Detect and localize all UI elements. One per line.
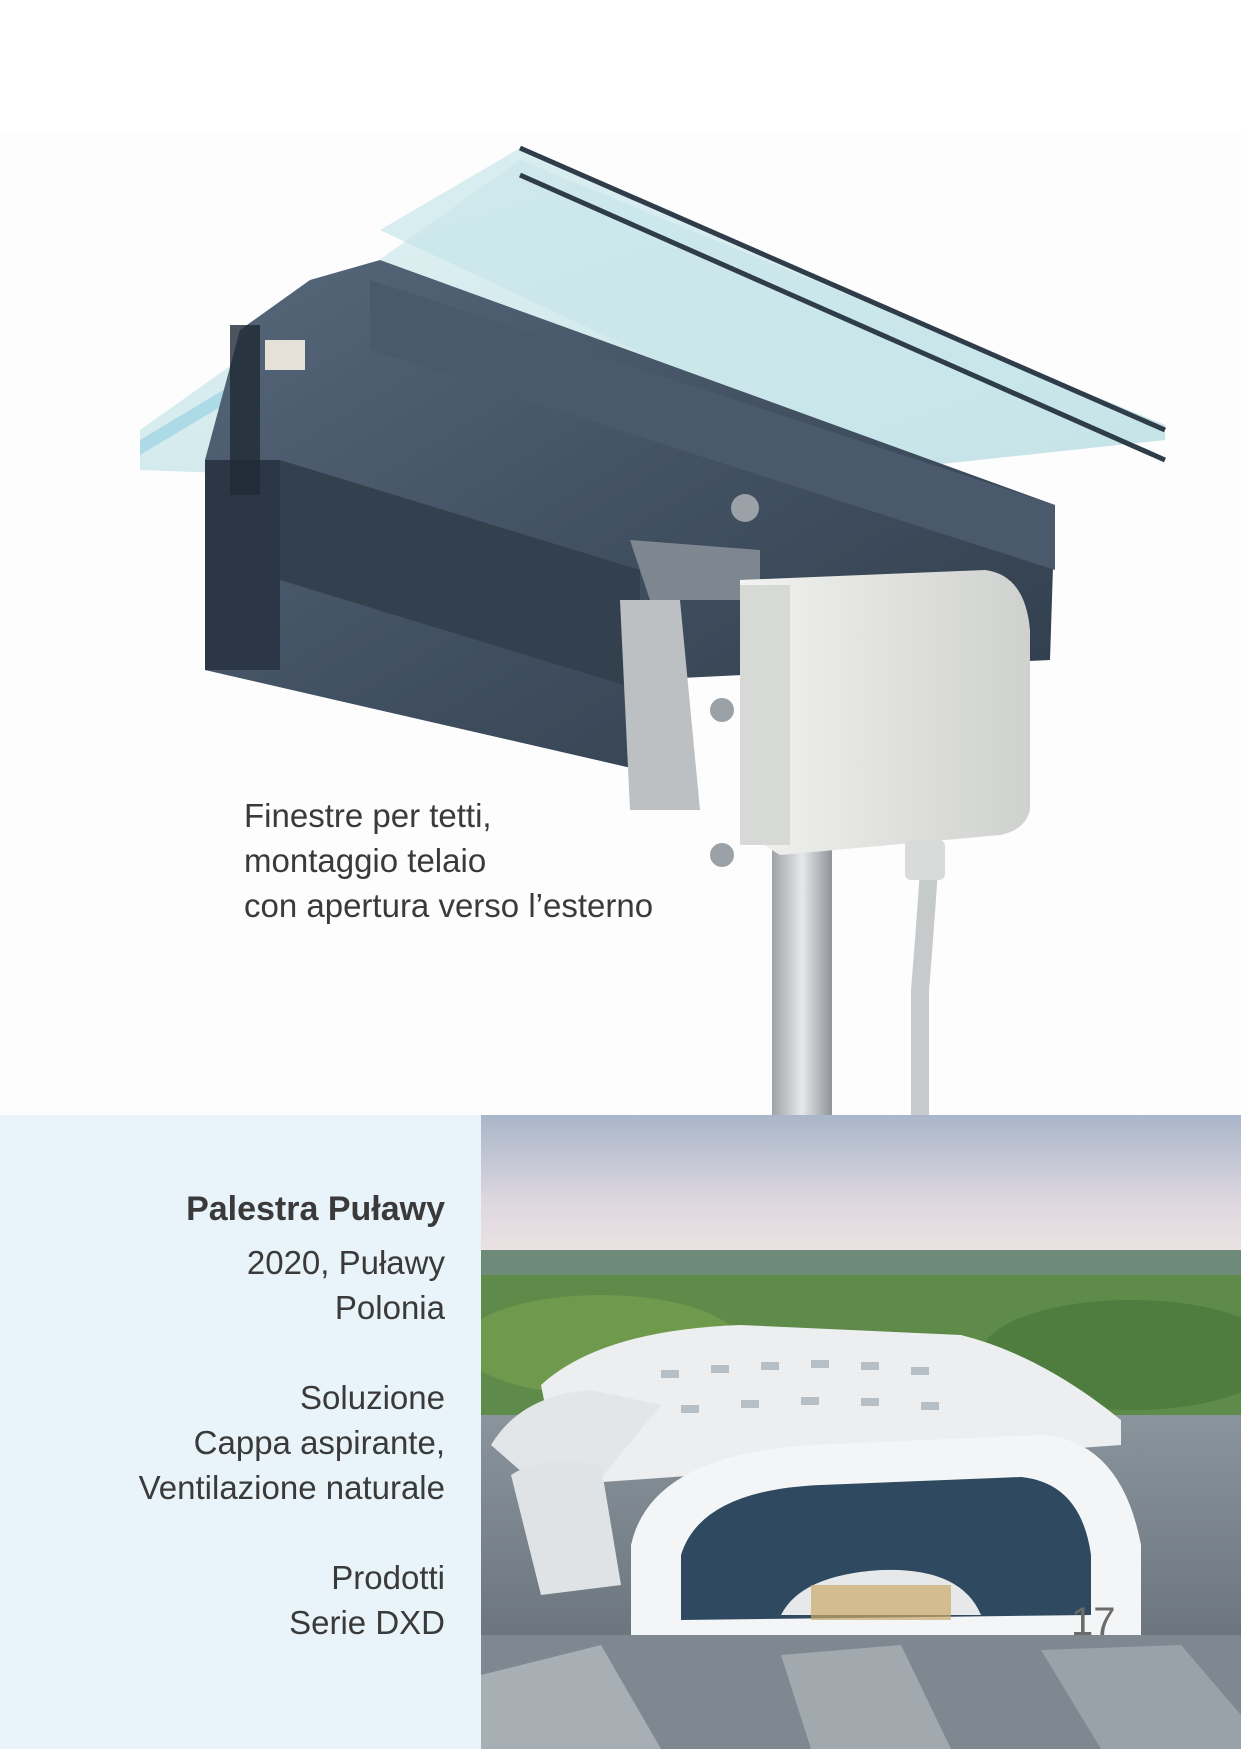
solution-line-1: Cappa aspirante, <box>193 1424 445 1461</box>
caption-line-2: montaggio telaio <box>244 842 487 879</box>
project-country: Polonia <box>334 1289 445 1326</box>
product-image-window-actuator <box>0 130 1241 1115</box>
solution-label: Soluzione <box>300 1379 445 1416</box>
solution-line-2: Ventilazione naturale <box>138 1469 445 1506</box>
caption-line-1: Finestre per tetti, <box>244 797 492 834</box>
page-number: 17 <box>1071 1600 1116 1644</box>
project-info-text: Palestra Puławy 2020, Puławy Polonia Sol… <box>139 1187 445 1645</box>
products-value: Serie DXD <box>289 1604 445 1641</box>
caption-line-3: con apertura verso l’esterno <box>244 887 654 924</box>
product-caption: Finestre per tetti, montaggio telaio con… <box>244 793 653 928</box>
project-year-city: 2020, Puławy <box>246 1244 445 1281</box>
products-label: Prodotti <box>331 1559 445 1596</box>
sports-hall-aerial-image <box>481 1115 1241 1749</box>
project-info-panel: Palestra Puławy 2020, Puławy Polonia Sol… <box>0 1115 481 1749</box>
window-frame-illustration <box>140 145 1167 1115</box>
project-title: Palestra Puławy <box>186 1190 445 1228</box>
building-photo <box>481 1115 1241 1749</box>
